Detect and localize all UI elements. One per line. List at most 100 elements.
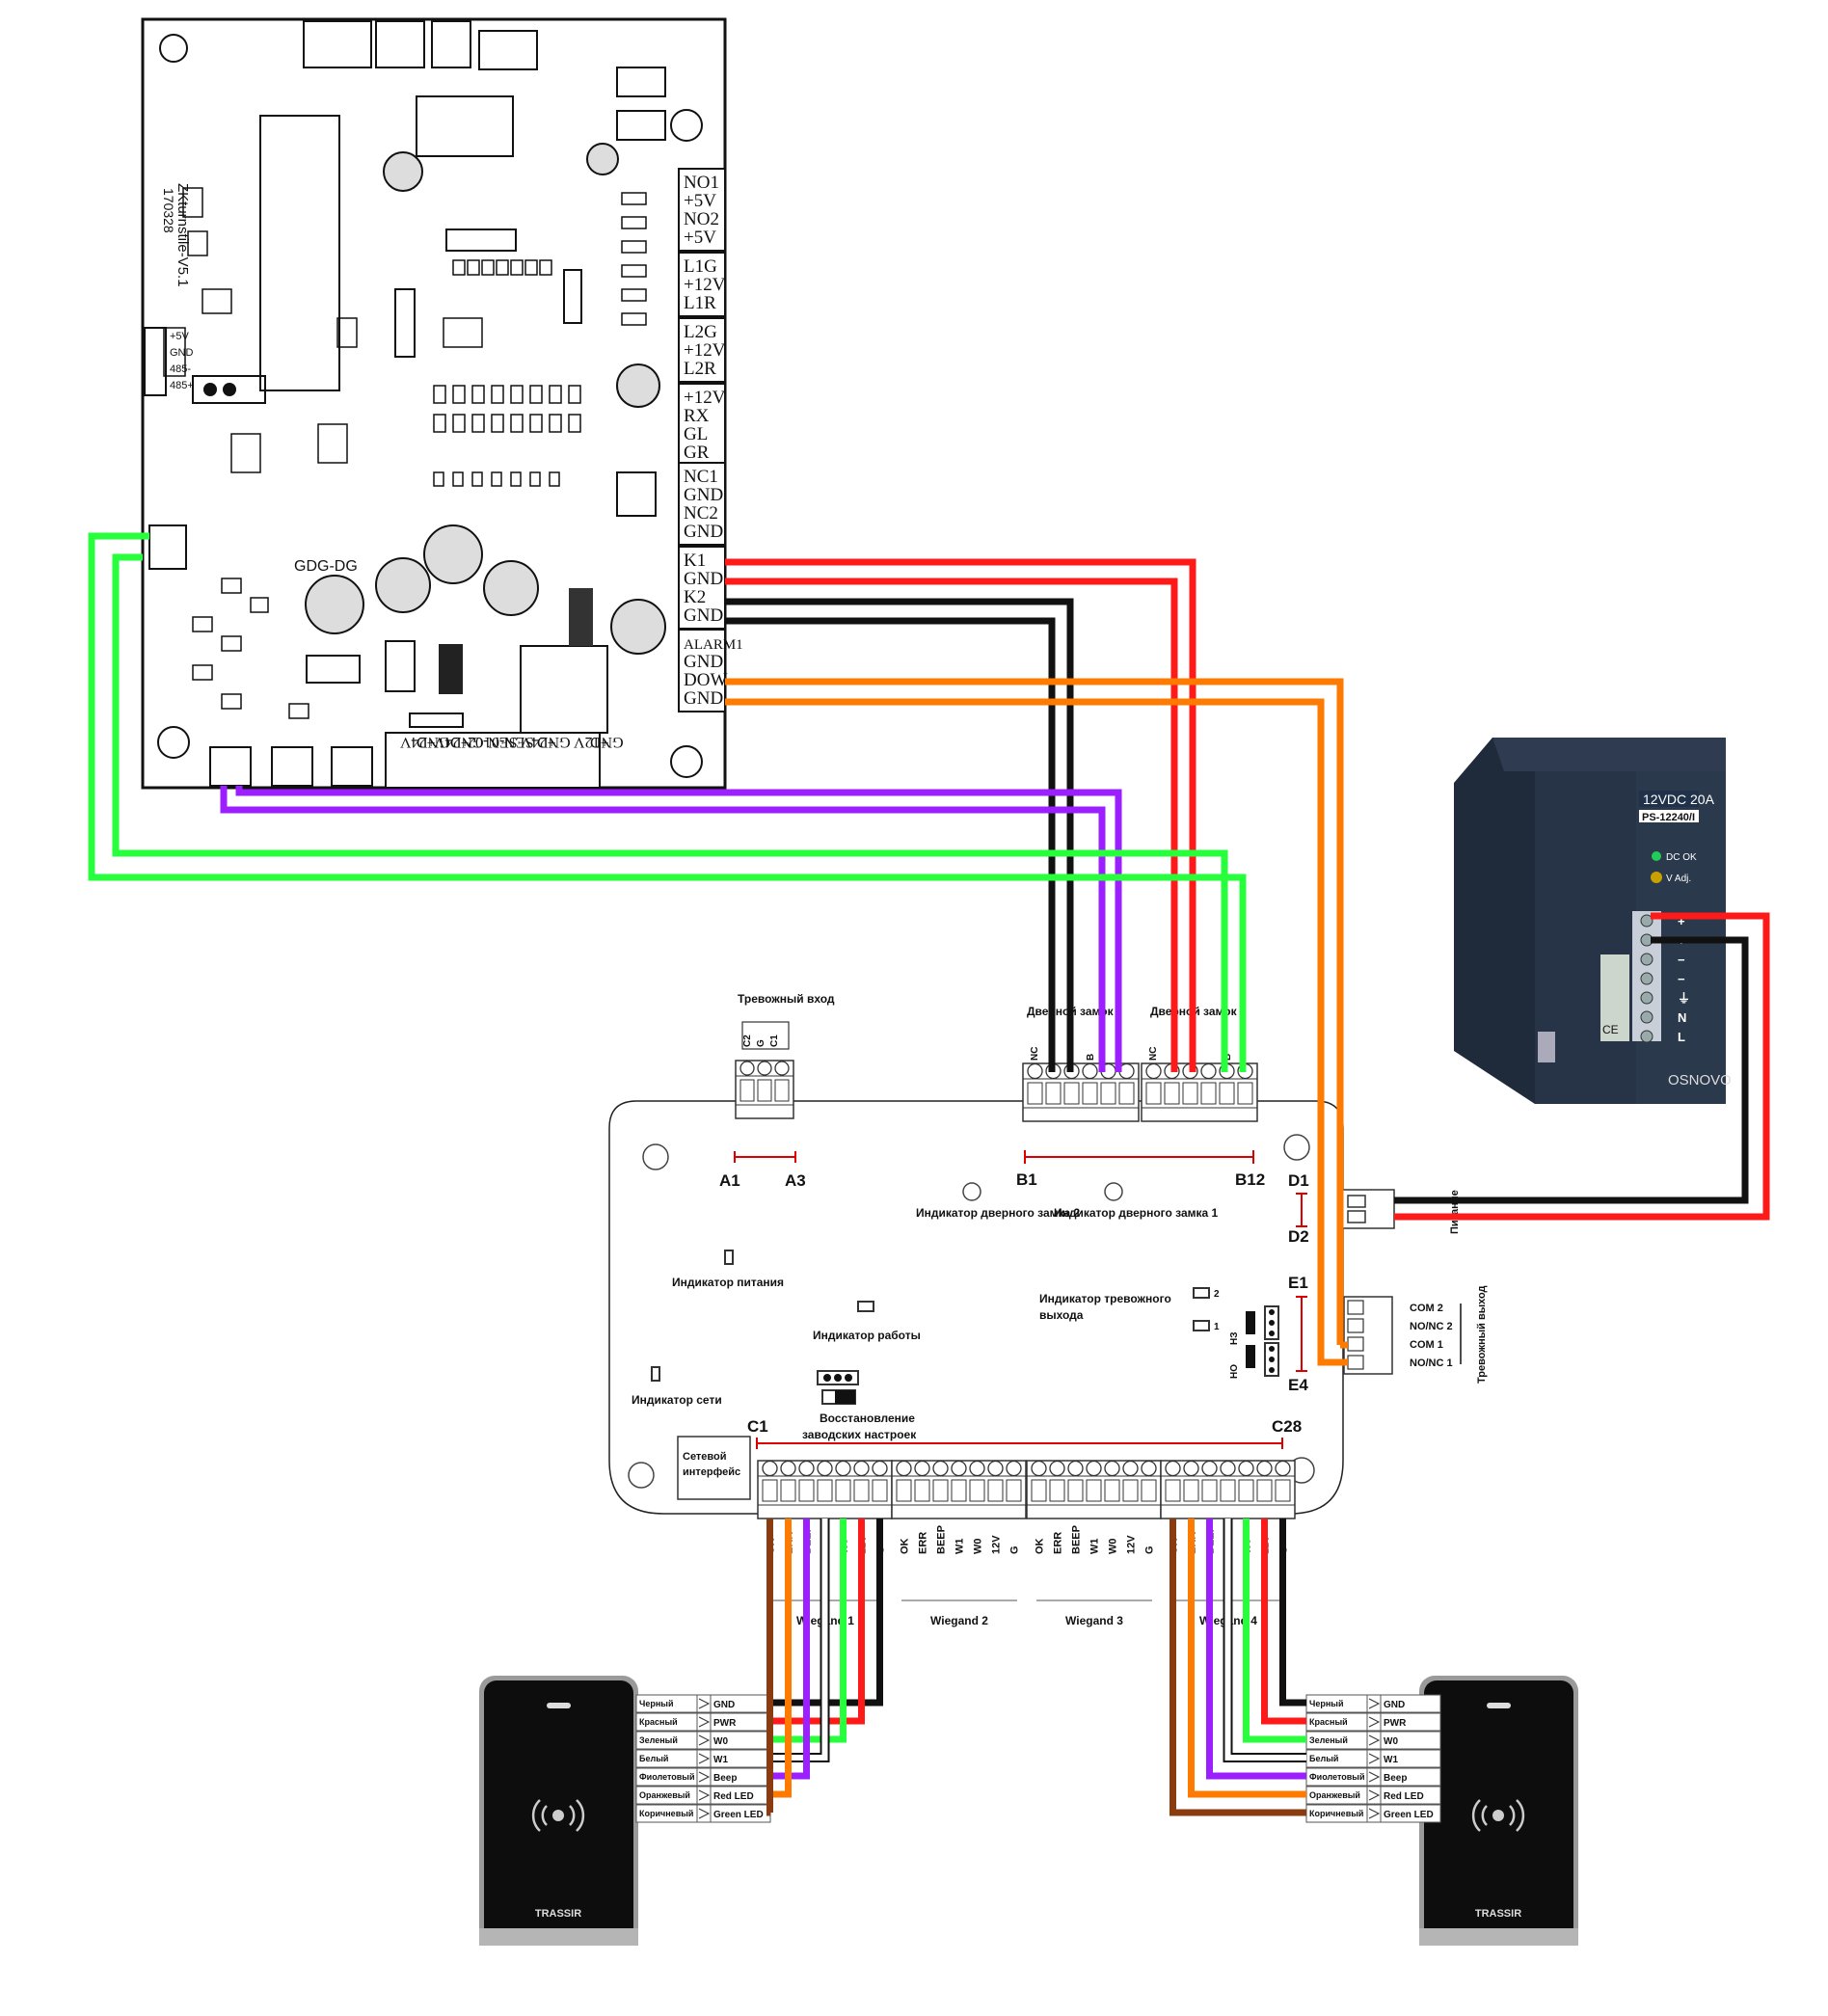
board-bottom-terminal-label: SEN-01 xyxy=(484,734,534,750)
reader-pin-label: GND xyxy=(713,1700,735,1710)
board-terminal-label: K2 xyxy=(684,587,706,607)
reader-wire-color-label: Черный xyxy=(639,1699,673,1708)
nc-label: НЗ xyxy=(1229,1332,1240,1346)
board-terminal-label: L2R xyxy=(684,359,716,379)
psu-terminal-screw-icon xyxy=(1640,914,1653,927)
reader-arrow-icon xyxy=(698,1734,711,1746)
reader-wire-color-label: Оранжевый xyxy=(1309,1790,1360,1800)
wiegand-pin-label: W0 xyxy=(1108,1539,1119,1555)
board-terminal-group xyxy=(678,383,726,467)
psu-vadj-knob-icon[interactable] xyxy=(1651,872,1662,883)
psu-terminal-label: − xyxy=(1678,953,1685,967)
lock2-nc-label: NC xyxy=(1030,1047,1040,1061)
terminal-screw-icon xyxy=(757,1061,772,1076)
board-terminal-label: NO2 xyxy=(684,209,719,229)
terminal-screw-icon xyxy=(817,1460,833,1477)
alarm-nc-no-jumper-2[interactable] xyxy=(1246,1345,1255,1368)
wire-v2r-2 xyxy=(88,532,1247,1072)
indicator-alarm-out-line2: выхода xyxy=(1039,1308,1084,1322)
wire-bz2-2 xyxy=(235,786,1122,1072)
alarm-output-title: Тревожный выход xyxy=(1476,1285,1488,1384)
wire-r2-pwr xyxy=(1261,1519,1306,1725)
wire-k2 xyxy=(725,598,1074,1072)
board-terminal-label: RX xyxy=(684,406,710,426)
board-left-term-1: GND xyxy=(170,347,194,359)
board-terminal-label: GL xyxy=(684,424,708,444)
alarm-nc-no-jumper-1[interactable] xyxy=(1246,1311,1255,1334)
board-terminal-label: L2G xyxy=(684,322,717,342)
wire-r2-beep xyxy=(1206,1519,1306,1780)
label-a1: A1 xyxy=(719,1171,740,1190)
terminal-screw-icon xyxy=(853,1460,870,1477)
reader-brand-label: TRASSIR xyxy=(535,1908,581,1920)
reader-wire-color-label: Белый xyxy=(1309,1754,1338,1763)
board-terminal-label: L1R xyxy=(684,293,716,313)
reader-pin-label: Red LED xyxy=(1384,1791,1424,1802)
reader-pin-label: Red LED xyxy=(713,1791,754,1802)
indicator-alarm-out-line1: Индикатор тревожного xyxy=(1039,1292,1171,1305)
network-interface-line1: Сетевой xyxy=(683,1451,727,1463)
reader-arrow-icon xyxy=(1368,1789,1381,1801)
terminal-screw-icon xyxy=(896,1460,912,1477)
board-left-term-0: +5V xyxy=(170,331,190,342)
alarm-output-label: COM 2 xyxy=(1410,1303,1443,1314)
reader-arrow-icon xyxy=(698,1753,711,1764)
terminal-screw-icon xyxy=(1027,1062,1043,1080)
board-v2r-connector xyxy=(148,524,187,570)
wiegand-pin-label: ERR xyxy=(1053,1532,1064,1554)
board-bottom-terminal-label: GND xyxy=(590,734,624,750)
wiegand-pin-label: OK xyxy=(1035,1538,1046,1554)
reader-wire-color-label: Черный xyxy=(1309,1699,1343,1708)
psu-terminal-label: N xyxy=(1678,1010,1686,1025)
reader-wire-color-label: Коричневый xyxy=(1309,1809,1363,1818)
reader-pin-label: W0 xyxy=(713,1736,728,1747)
reset-label-line2: заводских настроек xyxy=(802,1428,917,1441)
reader-pin-label: PWR xyxy=(713,1718,737,1729)
lock1-nc-label: NC xyxy=(1148,1047,1159,1061)
wire-dow xyxy=(725,678,1344,1345)
terminal-screw-icon xyxy=(987,1460,1004,1477)
board-right-terminal-block: NO1+5VNO2+5VL1G+12VL1RL2G+12VL2R+12VRXGL… xyxy=(678,168,743,712)
reader-arrow-icon xyxy=(698,1698,711,1709)
psu-terminal-screw-icon xyxy=(1640,953,1653,966)
label-b12: B12 xyxy=(1235,1170,1265,1189)
board-terminal-group xyxy=(678,546,726,630)
terminal-screw-icon xyxy=(1006,1460,1022,1477)
reader-rfid-icon xyxy=(1492,1810,1504,1821)
reader-brand-label: TRASSIR xyxy=(1475,1908,1521,1920)
reader-pin-label: W1 xyxy=(713,1755,728,1765)
board-terminal-label: NC2 xyxy=(684,503,718,524)
board-terminal-label: NO1 xyxy=(684,173,719,193)
board-terminal-label: K1 xyxy=(684,551,706,571)
psu-terminal-label: L xyxy=(1678,1030,1685,1044)
wiegand-pin-label: G xyxy=(1009,1546,1021,1554)
power-input-label: Питание xyxy=(1449,1190,1461,1234)
board-date-label: 170328 xyxy=(161,188,176,233)
wiegand-pin-label: 12V xyxy=(991,1535,1003,1554)
reader-arrow-icon xyxy=(1368,1771,1381,1783)
terminal-screw-icon xyxy=(969,1460,985,1477)
reader-arrow-icon xyxy=(1368,1753,1381,1764)
alarm-2-led-icon xyxy=(1193,1287,1210,1299)
reader-arrow-icon xyxy=(698,1789,711,1801)
door-lock-1-indicator-icon xyxy=(1104,1182,1123,1201)
board-terminal-label: GND xyxy=(684,569,723,589)
board-terminal-label: +12V xyxy=(684,275,726,295)
terminal-screw-icon xyxy=(780,1460,796,1477)
network-interface-port[interactable] xyxy=(677,1436,751,1500)
alarm-output-label: NO/NC 1 xyxy=(1410,1357,1453,1369)
psu-dc-ok-led-icon xyxy=(1652,851,1661,861)
wire-r2-w0 xyxy=(1243,1519,1306,1743)
terminal-screw-icon xyxy=(1122,1460,1139,1477)
terminal-screw-icon xyxy=(1031,1460,1047,1477)
reader-arrow-icon xyxy=(1368,1734,1381,1746)
reader-arrow-icon xyxy=(698,1771,711,1783)
board-model-label: ZKturnstile-V5.1 xyxy=(175,183,191,287)
board-terminal-label: GND xyxy=(684,485,723,505)
board-terminal-label: GND xyxy=(684,605,723,626)
